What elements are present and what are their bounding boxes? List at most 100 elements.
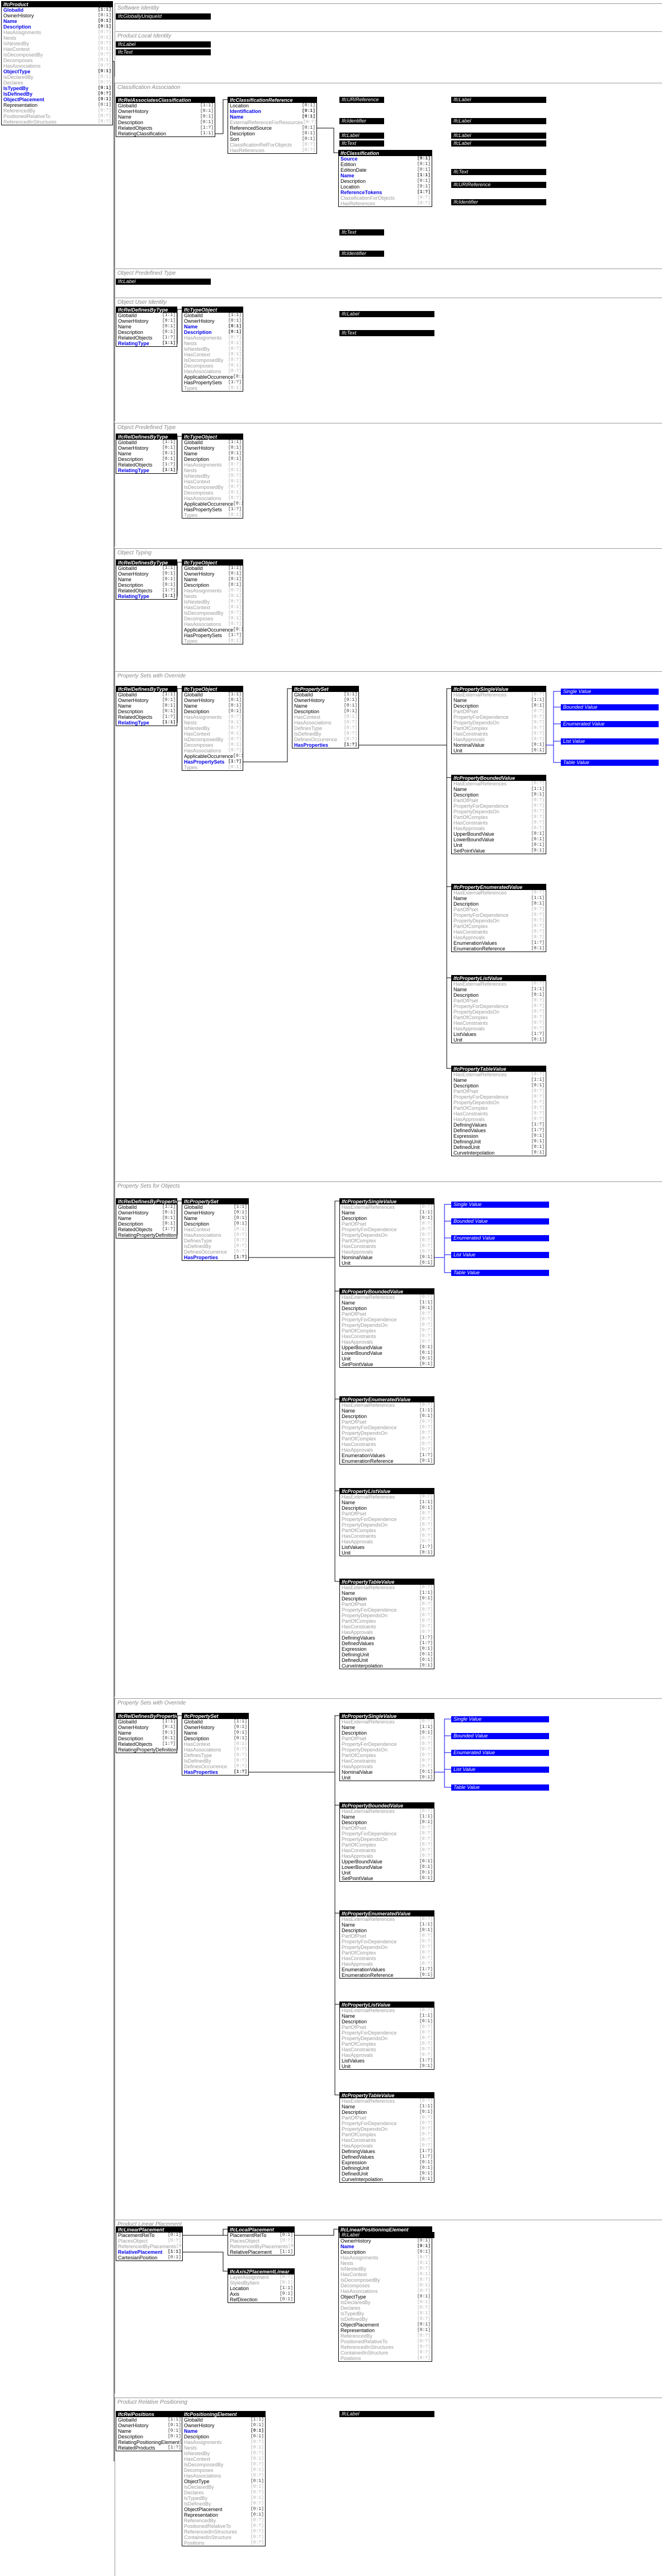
attribute-row[interactable]: PropertyDependsOn[0:?] [452, 720, 546, 726]
attribute-row[interactable]: PropertyForDependence[0:?] [340, 1741, 434, 1747]
attribute-row[interactable]: RelativePlacement[1:1] [228, 2249, 294, 2255]
attribute-row[interactable]: HasExternalReferences[0:?] [340, 1585, 434, 1590]
attribute-row[interactable]: IsDecomposedBy[0:?] [182, 737, 243, 742]
attribute-row[interactable]: RelatingType[1:1] [116, 341, 177, 346]
attribute-row[interactable]: Decomposes[0:1] [182, 616, 243, 621]
attribute-row[interactable]: HasContext[0:1] [182, 731, 243, 737]
attribute-row[interactable]: GlobalId[1:1] [116, 692, 177, 698]
attribute-row[interactable]: GlobalId[1:1] [292, 692, 358, 698]
attribute-row[interactable]: LowerBoundValue[0:1] [340, 1864, 434, 1870]
attribute-row[interactable]: OwnerHistory[0:1] [116, 698, 177, 703]
attribute-row[interactable]: HasExternalReferences[0:?] [340, 1719, 434, 1725]
attribute-row[interactable]: Name[0:1] [116, 2428, 182, 2434]
attribute-row[interactable]: PartOfComplex[0:?] [340, 1618, 434, 1624]
attribute-row[interactable]: HasApprovals[0:?] [340, 2143, 434, 2149]
attribute-row[interactable]: PartOfPset[0:?] [340, 1933, 434, 1939]
attribute-row[interactable]: EnumerationValues[1:?] [340, 1453, 434, 1458]
attribute-row[interactable]: Description[0:1] [182, 709, 243, 714]
attribute-row[interactable]: HasPropertySets[1:?] [182, 380, 243, 385]
attribute-row[interactable]: Name[0:1] [116, 703, 177, 709]
attribute-row[interactable]: Description[0:1] [292, 709, 358, 714]
attribute-row[interactable]: Description[0:1] [116, 329, 177, 335]
attribute-row[interactable]: HasConstraints[0:?] [340, 1624, 434, 1630]
attribute-row[interactable]: UpperBoundValue[0:1] [340, 1859, 434, 1864]
attribute-row[interactable]: Name[0:1] [116, 451, 177, 456]
attribute-row[interactable]: PropertyForDependence[0:?] [340, 1939, 434, 1944]
attribute-row[interactable]: IsNestedBy[0:?] [182, 2451, 265, 2456]
attribute-row[interactable]: IsDefinedBy[0:?] [182, 1758, 248, 1764]
attribute-row[interactable]: PlacementRelTo[0:1] [116, 2233, 182, 2238]
attribute-row[interactable]: Description[0:1] [340, 2019, 434, 2024]
attribute-row[interactable]: Unit[0:1] [340, 1775, 434, 1781]
attribute-row[interactable]: IsNestedBy[0:?] [2, 41, 112, 46]
attribute-row[interactable]: Decomposes[0:1] [182, 490, 243, 496]
attribute-row[interactable]: Location[1:1] [228, 2286, 294, 2291]
attribute-row[interactable]: PlacementRelTo[0:1] [228, 2233, 294, 2238]
attribute-row[interactable]: RelatedObjects[1:?] [116, 335, 177, 341]
attribute-row[interactable]: HasApprovals[0:?] [340, 1961, 434, 1967]
attribute-row[interactable]: SetPointValue[0:1] [340, 1362, 434, 1367]
attribute-row[interactable]: HasApprovals[0:?] [452, 826, 546, 831]
attribute-row[interactable]: Types[0:1] [182, 765, 243, 770]
attribute-row[interactable]: HasExternalReferences[0:?] [340, 1809, 434, 1814]
attribute-row[interactable]: HasConstraints[0:?] [340, 1334, 434, 1339]
attribute-row[interactable]: Name[0:1] [182, 1216, 248, 1221]
attribute-row[interactable]: LowerBoundValue[0:1] [452, 837, 546, 842]
attribute-row[interactable]: HasAssignments[0:?] [2, 30, 112, 35]
attribute-row[interactable]: HasConstraints[0:?] [340, 1848, 434, 1853]
attribute-row[interactable]: HasConstraints[0:?] [340, 1956, 434, 1961]
attribute-row[interactable]: PropertyDependsOn[0:?] [340, 1322, 434, 1328]
attribute-row[interactable]: IsTypedBy[0:1] [339, 2311, 432, 2316]
attribute-row[interactable]: PartOfPset[0:?] [340, 1311, 434, 1317]
attribute-row[interactable]: Description[0:1] [116, 1736, 177, 1741]
attribute-row[interactable]: PartOfComplex[0:?] [452, 726, 546, 731]
attribute-row[interactable]: Name[1:1] [452, 1077, 546, 1083]
attribute-row[interactable]: Nests[0:1] [339, 2261, 432, 2266]
attribute-row[interactable]: GlobalId[1:1] [182, 440, 243, 445]
attribute-row[interactable]: Name[0:1] [116, 114, 215, 120]
attribute-row[interactable]: Expression[0:1] [340, 1646, 434, 1652]
attribute-row[interactable]: PositionedRelativeTo[0:?] [2, 114, 112, 119]
attribute-row[interactable]: Types[0:1] [182, 385, 243, 391]
attribute-row[interactable]: IsNestedBy[0:?] [182, 346, 243, 352]
attribute-row[interactable]: UpperBoundValue[0:1] [340, 1345, 434, 1350]
attribute-row[interactable]: HasConstraints[0:?] [452, 1020, 546, 1026]
attribute-row[interactable]: ExternalReferenceForResources[0:?] [228, 120, 316, 125]
attribute-row[interactable]: PartOfPset[0:?] [340, 1511, 434, 1517]
attribute-row[interactable]: IsDecomposedBy[0:?] [2, 52, 112, 58]
attribute-row[interactable]: Description[0:1] [182, 1221, 248, 1227]
attribute-row[interactable]: Name[1:1] [452, 787, 546, 792]
attribute-row[interactable]: Decomposes[0:1] [182, 2467, 265, 2473]
attribute-row[interactable]: ApplicableOccurrence[0:1] [182, 754, 243, 759]
attribute-row[interactable]: Unit[0:1] [340, 1870, 434, 1876]
attribute-row[interactable]: OwnerHistory[0:1] [116, 1210, 177, 1216]
attribute-row[interactable]: HasAssociations[0:?] [182, 1232, 248, 1238]
attribute-row[interactable]: HasProperties[1:?] [182, 1769, 248, 1775]
attribute-row[interactable]: Location[0:1] [339, 184, 432, 190]
attribute-row[interactable]: PropertyDependsOn[0:?] [340, 1747, 434, 1753]
attribute-row[interactable]: RelatedObjects[1:?] [116, 462, 177, 468]
attribute-row[interactable]: HasContext[0:1] [2, 46, 112, 52]
attribute-row[interactable]: Description[0:1] [116, 2434, 182, 2440]
attribute-row[interactable]: PartOfComplex[0:?] [340, 1753, 434, 1758]
attribute-row[interactable]: Description[0:1] [116, 120, 215, 125]
attribute-row[interactable]: Types[0:1] [182, 638, 243, 644]
attribute-row[interactable]: RelatingClassification[1:1] [116, 131, 215, 136]
attribute-row[interactable]: Nests[0:1] [182, 468, 243, 473]
attribute-row[interactable]: IsDecomposedBy[0:?] [182, 610, 243, 616]
attribute-row[interactable]: DefinesOccurrence[0:?] [182, 1764, 248, 1769]
attribute-row[interactable]: NominalValue[0:1] [340, 1255, 434, 1260]
attribute-row[interactable]: HasConstraints[0:?] [452, 1111, 546, 1117]
attribute-row[interactable]: Unit[0:1] [340, 1356, 434, 1362]
attribute-row[interactable]: PositionedRelativeTo[0:?] [339, 2339, 432, 2344]
attribute-row[interactable]: PartOfPset[0:?] [452, 798, 546, 803]
attribute-row[interactable]: PropertyDependsOn[0:?] [340, 1836, 434, 1842]
attribute-row[interactable]: PartOfComplex[0:?] [340, 1436, 434, 1442]
attribute-row[interactable]: Source[0:1] [339, 156, 432, 162]
attribute-row[interactable]: CartesianPosition[0:1] [116, 2255, 182, 2261]
attribute-row[interactable]: Name[0:1] [116, 1730, 177, 1736]
attribute-row[interactable]: PropertyDependsOn[0:?] [340, 2036, 434, 2041]
attribute-row[interactable]: Expression[0:1] [340, 2160, 434, 2165]
attribute-row[interactable]: HasAssociations[0:?] [292, 720, 358, 726]
attribute-row[interactable]: ObjectType[0:1] [182, 2479, 265, 2484]
